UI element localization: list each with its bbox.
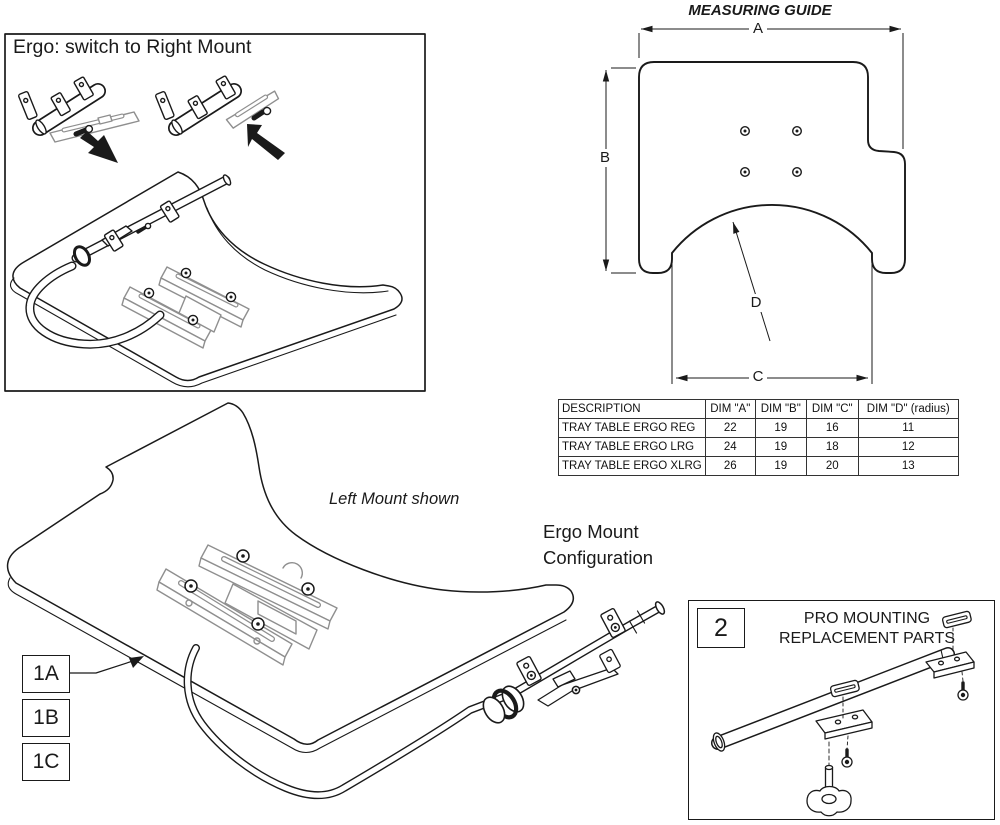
col-header-dim-b: DIM "B" (754, 399, 807, 419)
inset-illustration (4, 33, 426, 392)
row-dim-c: 20 (805, 456, 859, 476)
row-dim-d: 13 (857, 456, 959, 476)
replacement-parts-illustration (711, 610, 975, 817)
dim-b-label: B (596, 149, 614, 167)
parts-box-title-line2: REPLACEMENT PARTS (778, 629, 956, 647)
size-table-header-row: DESCRIPTION DIM "A" DIM "B" DIM "C" DIM … (558, 399, 959, 419)
row-dim-a: 22 (704, 418, 756, 438)
config-label: Ergo Mount Configuration (543, 519, 653, 571)
col-header-description: DESCRIPTION (558, 399, 706, 419)
config-label-line1: Ergo Mount (543, 521, 639, 542)
row-dim-c: 18 (805, 437, 859, 457)
parts-box-title-line1: PRO MOUNTING (803, 610, 931, 627)
size-table: DESCRIPTION DIM "A" DIM "B" DIM "C" DIM … (558, 399, 959, 476)
table-row: TRAY TABLE ERGO XLRG 26 19 20 13 (558, 456, 959, 476)
row-name: TRAY TABLE ERGO XLRG (558, 456, 706, 476)
config-label-line2: Configuration (543, 547, 654, 568)
table-row: TRAY TABLE ERGO LRG 24 19 18 12 (558, 437, 959, 457)
replacement-parts-box: 2 PRO MOUNTING REPLACEMENT PARTS (688, 600, 995, 820)
dim-d-label: D (747, 294, 765, 312)
callout-1a: 1A (22, 655, 70, 693)
dim-a-label: A (749, 20, 767, 38)
measuring-guide-drawing (602, 25, 906, 384)
dim-c-label: C (749, 368, 767, 386)
row-dim-a: 24 (704, 437, 756, 457)
row-dim-b: 19 (754, 418, 807, 438)
callout-1c: 1C (22, 743, 70, 781)
col-header-dim-c: DIM "C" (805, 399, 859, 419)
row-dim-c: 16 (805, 418, 859, 438)
inset-title: Ergo: switch to Right Mount (13, 36, 252, 58)
row-dim-d: 12 (857, 437, 959, 457)
row-dim-d: 11 (857, 418, 959, 438)
col-header-dim-d: DIM "D" (radius) (857, 399, 959, 419)
callout-1b: 1B (22, 699, 70, 737)
row-dim-a: 26 (704, 456, 756, 476)
main-caption: Left Mount shown (329, 490, 460, 509)
parts-box-title: PRO MOUNTING REPLACEMENT PARTS (747, 609, 987, 648)
main-tray-illustration (6, 402, 666, 800)
measuring-guide-title: MEASURING GUIDE (600, 2, 920, 19)
row-name: TRAY TABLE ERGO LRG (558, 437, 706, 457)
parts-box-number: 2 (697, 608, 745, 648)
row-name: TRAY TABLE ERGO REG (558, 418, 706, 438)
row-dim-b: 19 (754, 456, 807, 476)
col-header-dim-a: DIM "A" (704, 399, 756, 419)
row-dim-b: 19 (754, 437, 807, 457)
